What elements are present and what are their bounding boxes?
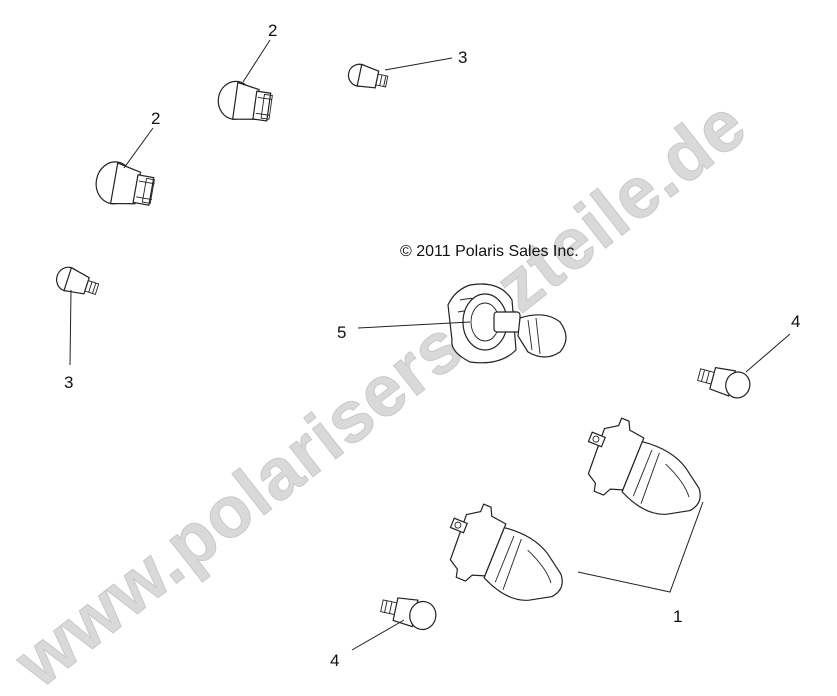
bulb-5-headlight <box>447 283 567 364</box>
callout-3-left: 3 <box>64 373 73 392</box>
bulb-1-upper <box>587 417 701 515</box>
callout-1: 1 <box>673 607 682 626</box>
copyright-text: © 2011 Polaris Sales Inc. <box>400 243 579 260</box>
callout-2-upper: 2 <box>268 21 277 40</box>
callout-4-right: 4 <box>791 312 800 331</box>
leader-4-right <box>745 333 791 373</box>
callout-3-top: 3 <box>458 48 467 67</box>
leader-4-bottom <box>351 619 405 651</box>
bulb-1-lower <box>449 503 563 601</box>
callout-4-bottom: 4 <box>330 651 339 670</box>
leader-3-top <box>384 57 453 71</box>
bulb-3-left <box>56 266 100 295</box>
leader-2-upper <box>242 39 271 83</box>
callout-5: 5 <box>337 323 346 342</box>
bulb-4-bottom <box>380 597 437 631</box>
callout-2-left: 2 <box>151 109 160 128</box>
leader-1 <box>577 501 704 593</box>
bulb-3-top <box>347 63 389 89</box>
leader-3-left <box>69 289 72 366</box>
leader-5 <box>357 321 471 329</box>
bulb-2-upper <box>217 80 273 122</box>
bulb-2-left <box>95 161 155 206</box>
leader-2-left <box>123 127 154 169</box>
bulb-4-right <box>697 366 751 399</box>
